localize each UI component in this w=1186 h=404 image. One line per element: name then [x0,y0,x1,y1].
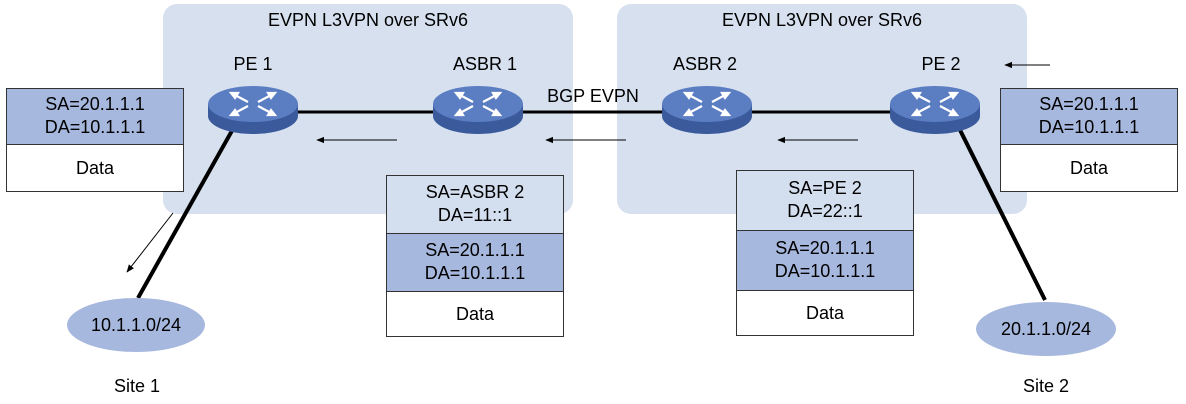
packet-mid-left: SA=ASBR 2 DA=11::1 SA=20.1.1.1 DA=10.1.1… [386,175,564,337]
site1-prefix: 10.1.1.0/24 [90,315,182,335]
label-bgp-evpn: BGP EVPN [547,86,639,106]
packet-right-da: DA=10.1.1.1 [1038,117,1140,137]
label-pe2: PE 2 [921,54,961,74]
packet-right-sa: SA=20.1.1.1 [1039,94,1139,114]
site2-prefix: 20.1.1.0/24 [1000,319,1092,339]
router-asbr2-icon [660,84,754,136]
packet-mid-right-outer-sa: SA=PE 2 [788,178,862,198]
packet-mid-right-inner-da: DA=10.1.1.1 [774,261,876,281]
packet-left-data: Data [7,145,183,191]
packet-mid-right-outer-da: DA=22::1 [787,201,863,221]
packet-left-sa: SA=20.1.1.1 [45,94,145,114]
packet-right: SA=20.1.1.1 DA=10.1.1.1 Data [1000,88,1178,192]
access-link-site2 [953,119,1047,301]
packet-left-inner-header: SA=20.1.1.1 DA=10.1.1.1 [7,89,183,145]
domain-title-left: EVPN L3VPN over SRv6 [267,10,469,30]
label-asbr1: ASBR 1 [452,54,518,74]
label-asbr2: ASBR 2 [672,54,738,74]
router-pe2-icon [888,84,982,136]
packet-mid-right-inner-header: SA=20.1.1.1 DA=10.1.1.1 [737,231,913,291]
packet-mid-left-data: Data [387,292,563,336]
domain-title-right: EVPN L3VPN over SRv6 [721,10,923,30]
packet-left-da: DA=10.1.1.1 [44,117,146,137]
router-asbr1-icon [431,84,525,136]
packet-mid-right-inner-sa: SA=20.1.1.1 [775,238,875,258]
packet-mid-right-outer-header: SA=PE 2 DA=22::1 [737,171,913,231]
packet-mid-right: SA=PE 2 DA=22::1 SA=20.1.1.1 DA=10.1.1.1… [736,170,914,336]
packet-mid-left-inner-da: DA=10.1.1.1 [424,263,526,283]
access-link-site1 [136,119,240,299]
packet-left: SA=20.1.1.1 DA=10.1.1.1 Data [6,88,184,192]
packet-mid-left-inner-header: SA=20.1.1.1 DA=10.1.1.1 [387,234,563,292]
packet-mid-left-inner-sa: SA=20.1.1.1 [425,240,525,260]
label-pe1: PE 1 [233,54,273,74]
packet-mid-left-outer-header: SA=ASBR 2 DA=11::1 [387,176,563,234]
site1-network: 10.1.1.0/24 [67,298,205,352]
site1-label: Site 1 [113,376,161,396]
packet-right-inner-header: SA=20.1.1.1 DA=10.1.1.1 [1001,89,1177,145]
site2-label: Site 2 [1022,376,1070,396]
site2-network: 20.1.1.0/24 [976,302,1116,356]
packet-right-data: Data [1001,145,1177,191]
arrow-pe1-to-site1 [126,212,174,273]
router-pe1-icon [206,84,300,136]
packet-mid-left-outer-da: DA=11::1 [437,205,513,225]
packet-mid-left-outer-sa: SA=ASBR 2 [425,182,525,202]
packet-mid-right-data: Data [737,291,913,335]
